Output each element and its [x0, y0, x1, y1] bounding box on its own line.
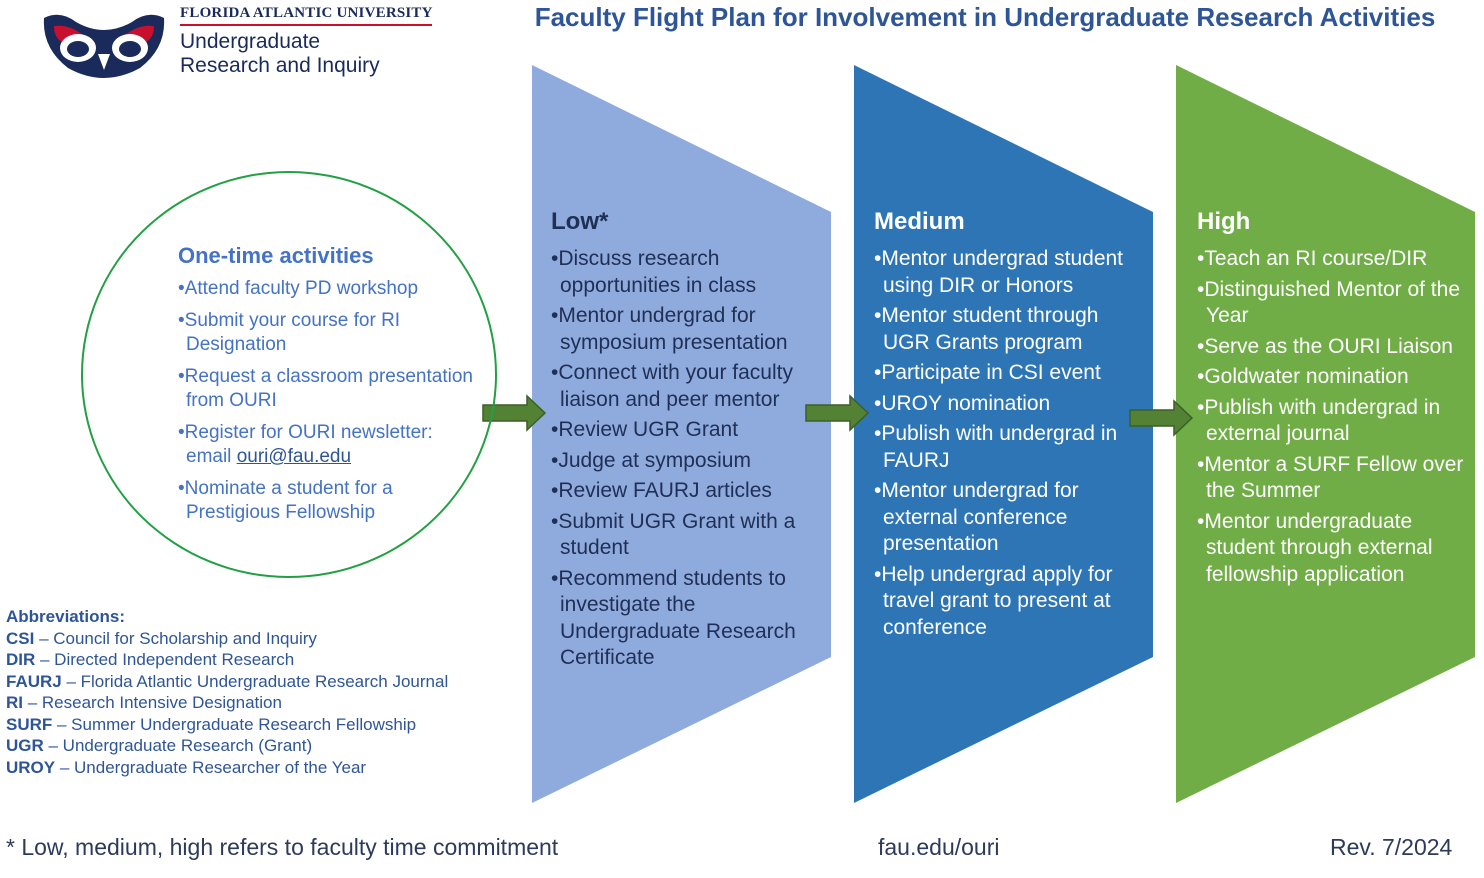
abbreviation-term: DIR	[6, 650, 36, 669]
abbreviation-term: UGR	[6, 736, 44, 755]
list-item: •Discuss research opportunities in class	[551, 247, 757, 297]
list-item: •Connect with your faculty liaison and p…	[551, 361, 793, 411]
abbreviations-heading: Abbreviations:	[6, 607, 126, 626]
list-item: •Recommend students to investigate the U…	[551, 566, 796, 670]
list-item: •UROY nomination	[874, 391, 1051, 415]
list-item: •Participate in CSI event	[874, 361, 1101, 384]
list-item: •Mentor undergrad for symposium presenta…	[551, 304, 788, 354]
low-list: •Discuss research opportunities in class…	[551, 246, 823, 672]
one-time-circle	[81, 171, 497, 578]
low-panel	[532, 65, 831, 803]
list-item: •Distinguished Mentor of the Year	[1197, 277, 1460, 328]
owl-logo-icon	[43, 14, 165, 78]
abbreviations: Abbreviations: CSI – Council for Scholar…	[6, 606, 448, 778]
list-item: •Review FAURJ articles	[551, 479, 772, 502]
email-link[interactable]: ouri@fau.edu	[236, 446, 352, 467]
one-time-list: •Attend faculty PD workshop •Submit your…	[178, 277, 478, 525]
abbreviation-row: UGR – Undergraduate Research (Grant)	[6, 735, 448, 757]
abbreviation-definition: – Directed Independent Research	[35, 650, 295, 669]
abbreviation-row: FAURJ – Florida Atlantic Undergraduate R…	[6, 671, 448, 693]
department-name: Undergraduate Research and Inquiry	[180, 30, 380, 78]
abbreviation-definition: – Florida Atlantic Undergraduate Researc…	[61, 671, 449, 691]
low-heading: Low*	[551, 208, 609, 235]
list-item: •Mentor a SURF Fellow over the Summer	[1197, 452, 1464, 503]
list-item: •Submit UGR Grant with a student	[551, 509, 796, 560]
one-time-activities: One-time activities •Attend faculty PD w…	[178, 243, 478, 533]
high-heading: High	[1197, 208, 1251, 235]
one-time-heading: One-time activities	[178, 243, 374, 268]
arrow-to-high	[1129, 399, 1194, 437]
abbreviation-row: CSI – Council for Scholarship and Inquir…	[6, 628, 448, 650]
abbreviation-term: SURF	[6, 714, 53, 734]
page-title: Faculty Flight Plan for Involvement in U…	[534, 2, 1436, 32]
list-item: •Mentor undergrad for external conferenc…	[874, 479, 1079, 555]
abbreviation-row: DIR – Directed Independent Research	[6, 649, 448, 671]
list-item: •Request a classroom presentation from O…	[178, 366, 473, 411]
newsletter-text: •Register for OURI newsletter: email	[178, 422, 433, 467]
department-line-1: Undergraduate	[180, 30, 321, 53]
list-item: •Review UGR Grant	[551, 418, 739, 441]
abbreviation-row: SURF – Summer Undergraduate Research Fel…	[6, 714, 448, 736]
abbreviation-definition: – Research Intensive Designation	[23, 693, 282, 712]
list-item: •Register for OURI newsletter: email our…	[178, 421, 478, 469]
abbreviation-term: RI	[6, 693, 23, 712]
arrow-to-medium	[805, 394, 870, 432]
footnote: * Low, medium, high refers to faculty ti…	[6, 834, 559, 860]
abbreviation-term: UROY	[6, 757, 56, 777]
list-item: •Submit your course for RI Designation	[178, 310, 401, 355]
abbreviation-term: FAURJ	[6, 671, 62, 691]
list-item: •Mentor undergraduate student through ex…	[1197, 509, 1433, 586]
abbreviation-term: CSI	[6, 628, 35, 648]
list-item: •Help undergrad apply for travel grant t…	[874, 562, 1113, 639]
list-item: •Publish with undergrad in external jour…	[1197, 395, 1441, 446]
high-panel	[1176, 65, 1475, 803]
abbreviation-definition: – Undergraduate Research (Grant)	[43, 736, 313, 755]
abbreviation-definition: – Council for Scholarship and Inquiry	[34, 628, 317, 648]
revision-date: Rev. 7/2024	[1330, 834, 1453, 860]
low-activities: Low* •Discuss research opportunities in …	[551, 208, 823, 676]
list-item: •Judge at symposium	[551, 448, 751, 472]
medium-activities: Medium •Mentor undergrad student using D…	[874, 208, 1146, 645]
list-item: •Serve as the OURI Liaison	[1197, 334, 1453, 358]
high-list: •Teach an RI course/DIR •Distinguished M…	[1197, 246, 1469, 588]
list-item: •Publish with undergrad in FAURJ	[874, 422, 1118, 472]
department-line-2: Research and Inquiry	[180, 54, 380, 77]
high-activities: High •Teach an RI course/DIR •Distinguis…	[1197, 208, 1469, 592]
list-item: •Nominate a student for a Prestigious Fe…	[178, 478, 393, 523]
abbreviation-row: RI – Research Intensive Designation	[6, 692, 448, 714]
list-item: •Mentor student through UGR Grants progr…	[874, 304, 1099, 354]
list-item: •Teach an RI course/DIR	[1197, 247, 1428, 270]
header-divider	[180, 24, 432, 26]
medium-heading: Medium	[874, 208, 965, 235]
university-name: FLORIDA ATLANTIC UNIVERSITY	[180, 5, 433, 21]
list-item: •Goldwater nomination	[1197, 365, 1409, 388]
abbreviation-row: UROY – Undergraduate Researcher of the Y…	[6, 757, 448, 779]
medium-list: •Mentor undergrad student using DIR or H…	[874, 246, 1146, 641]
medium-panel	[854, 65, 1153, 803]
list-item: •Mentor undergrad student using DIR or H…	[874, 247, 1124, 297]
website-link[interactable]: fau.edu/ouri	[878, 834, 1000, 860]
abbreviation-definition: – Summer Undergraduate Research Fellowsh…	[52, 714, 417, 734]
list-item: •Attend faculty PD workshop	[178, 278, 419, 299]
abbreviation-definition: – Undergraduate Researcher of the Year	[55, 757, 367, 777]
